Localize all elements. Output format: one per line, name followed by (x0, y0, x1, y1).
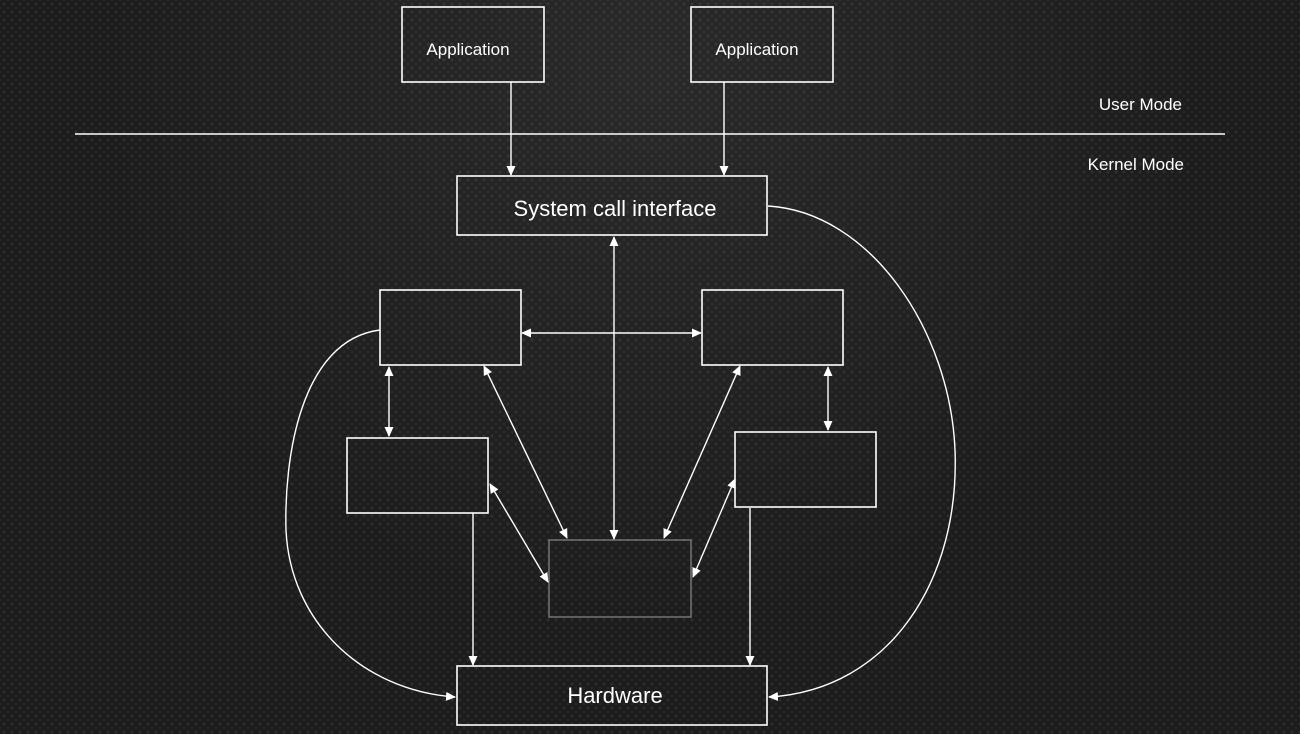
subsystem-box-center (548, 539, 692, 618)
hardware-box: Hardware (456, 665, 768, 726)
application-box-right: Application (690, 6, 834, 83)
subsystem-box-top-right (701, 289, 844, 366)
curve-syscall-to-hardware (767, 205, 956, 701)
curve-top-left-to-hardware (285, 329, 456, 701)
arrow-top-left-center (483, 365, 568, 539)
application-label-right: Application (715, 40, 798, 59)
system-call-interface-box: System call interface (456, 175, 768, 236)
arrow-top-right-center (663, 365, 741, 539)
application-label-left: Application (426, 40, 509, 59)
hardware-label: Hardware (567, 683, 662, 708)
arrow-mid-left-center (489, 483, 549, 583)
subsystem-box-top-left (379, 289, 522, 366)
arrow-mid-right-center (692, 478, 736, 578)
system-call-interface-label: System call interface (514, 196, 717, 221)
kernel-mode-label: Kernel Mode (1088, 155, 1184, 174)
subsystem-box-mid-right (734, 431, 877, 508)
subsystem-box-mid-left (346, 437, 489, 514)
application-box-left: Application (401, 6, 545, 83)
user-mode-label: User Mode (1099, 95, 1182, 114)
